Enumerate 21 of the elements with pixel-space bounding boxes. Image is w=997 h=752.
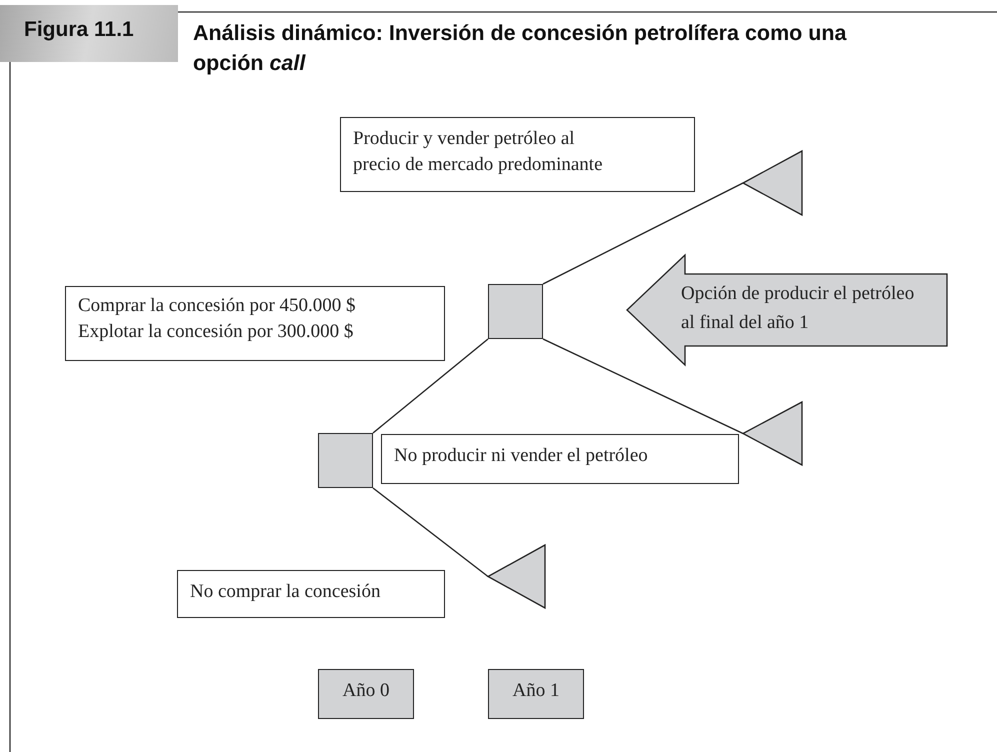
figure-number: Figura 11.1: [24, 18, 134, 42]
end-triangle: [488, 545, 545, 608]
text-line: Comprar la concesión por 450.000 $: [78, 294, 357, 318]
decision-square: [318, 433, 373, 488]
branch-label-box: Producir y vender petróleo al precio de mercado predominante: [340, 117, 695, 192]
option-text: Opción de producir el petróleo al final del año 1: [681, 282, 916, 336]
branch-label-box: No producir ni vender el petróleo: [381, 434, 739, 484]
year-label-box: Año 0: [318, 669, 414, 719]
decision-square: [488, 284, 543, 339]
block-arrow: [627, 255, 947, 365]
branch-line: [542, 338, 744, 434]
branch-line: [372, 487, 488, 578]
figure-title: Análisis dinámico: Inversión de concesión petrolífera como una opción call: [193, 20, 848, 78]
branch-line: [542, 182, 744, 285]
end-triangle: [743, 402, 802, 465]
branch-label-box: [65, 286, 445, 361]
end-triangle: [743, 151, 802, 215]
year-label-box: Año 1: [488, 669, 584, 719]
branch-label-box: No comprar la concesión: [177, 570, 445, 618]
branch-line: [372, 338, 488, 434]
text-line: Explotar la concesión por 300.000 $: [78, 320, 354, 344]
